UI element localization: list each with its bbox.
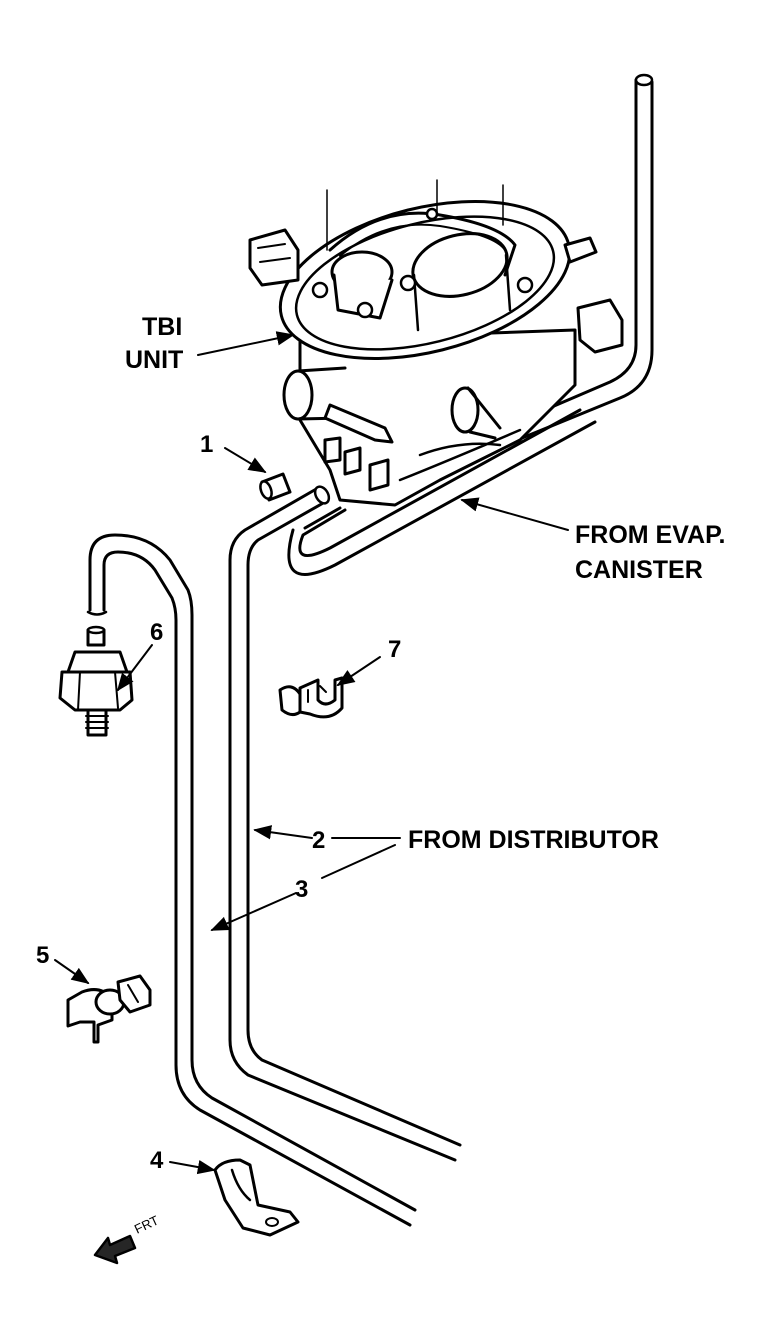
tbi-label-line2: UNIT	[125, 346, 183, 374]
callout-1: 1	[200, 431, 213, 458]
distributor-label: FROM DISTRIBUTOR	[408, 826, 659, 854]
tbi-unit	[248, 179, 624, 507]
callout-5: 5	[36, 942, 49, 969]
evap-label-line1: FROM EVAP.	[575, 521, 726, 549]
hose-clip-7	[278, 676, 344, 719]
callout-7: 7	[388, 636, 401, 663]
leader-lines	[54, 331, 569, 1175]
evap-canister-hose	[468, 73, 654, 458]
hose-clip-5	[66, 974, 152, 1044]
front-direction-arrow	[93, 1234, 137, 1265]
hose-bracket-4	[213, 1158, 300, 1237]
front-label: FRT	[132, 1213, 161, 1237]
vacuum-switch	[58, 625, 134, 737]
vacuum-cap-plug	[259, 472, 292, 502]
distributor-hoses	[86, 485, 462, 1227]
callout-6: 6	[150, 619, 163, 646]
tbi-label-line1: TBI	[142, 313, 182, 341]
canister-loop-hose	[287, 408, 597, 576]
callout-4: 4	[150, 1147, 164, 1174]
callout-3: 3	[295, 876, 308, 903]
callout-2: 2	[312, 827, 325, 854]
evap-label-line2: CANISTER	[575, 556, 703, 584]
